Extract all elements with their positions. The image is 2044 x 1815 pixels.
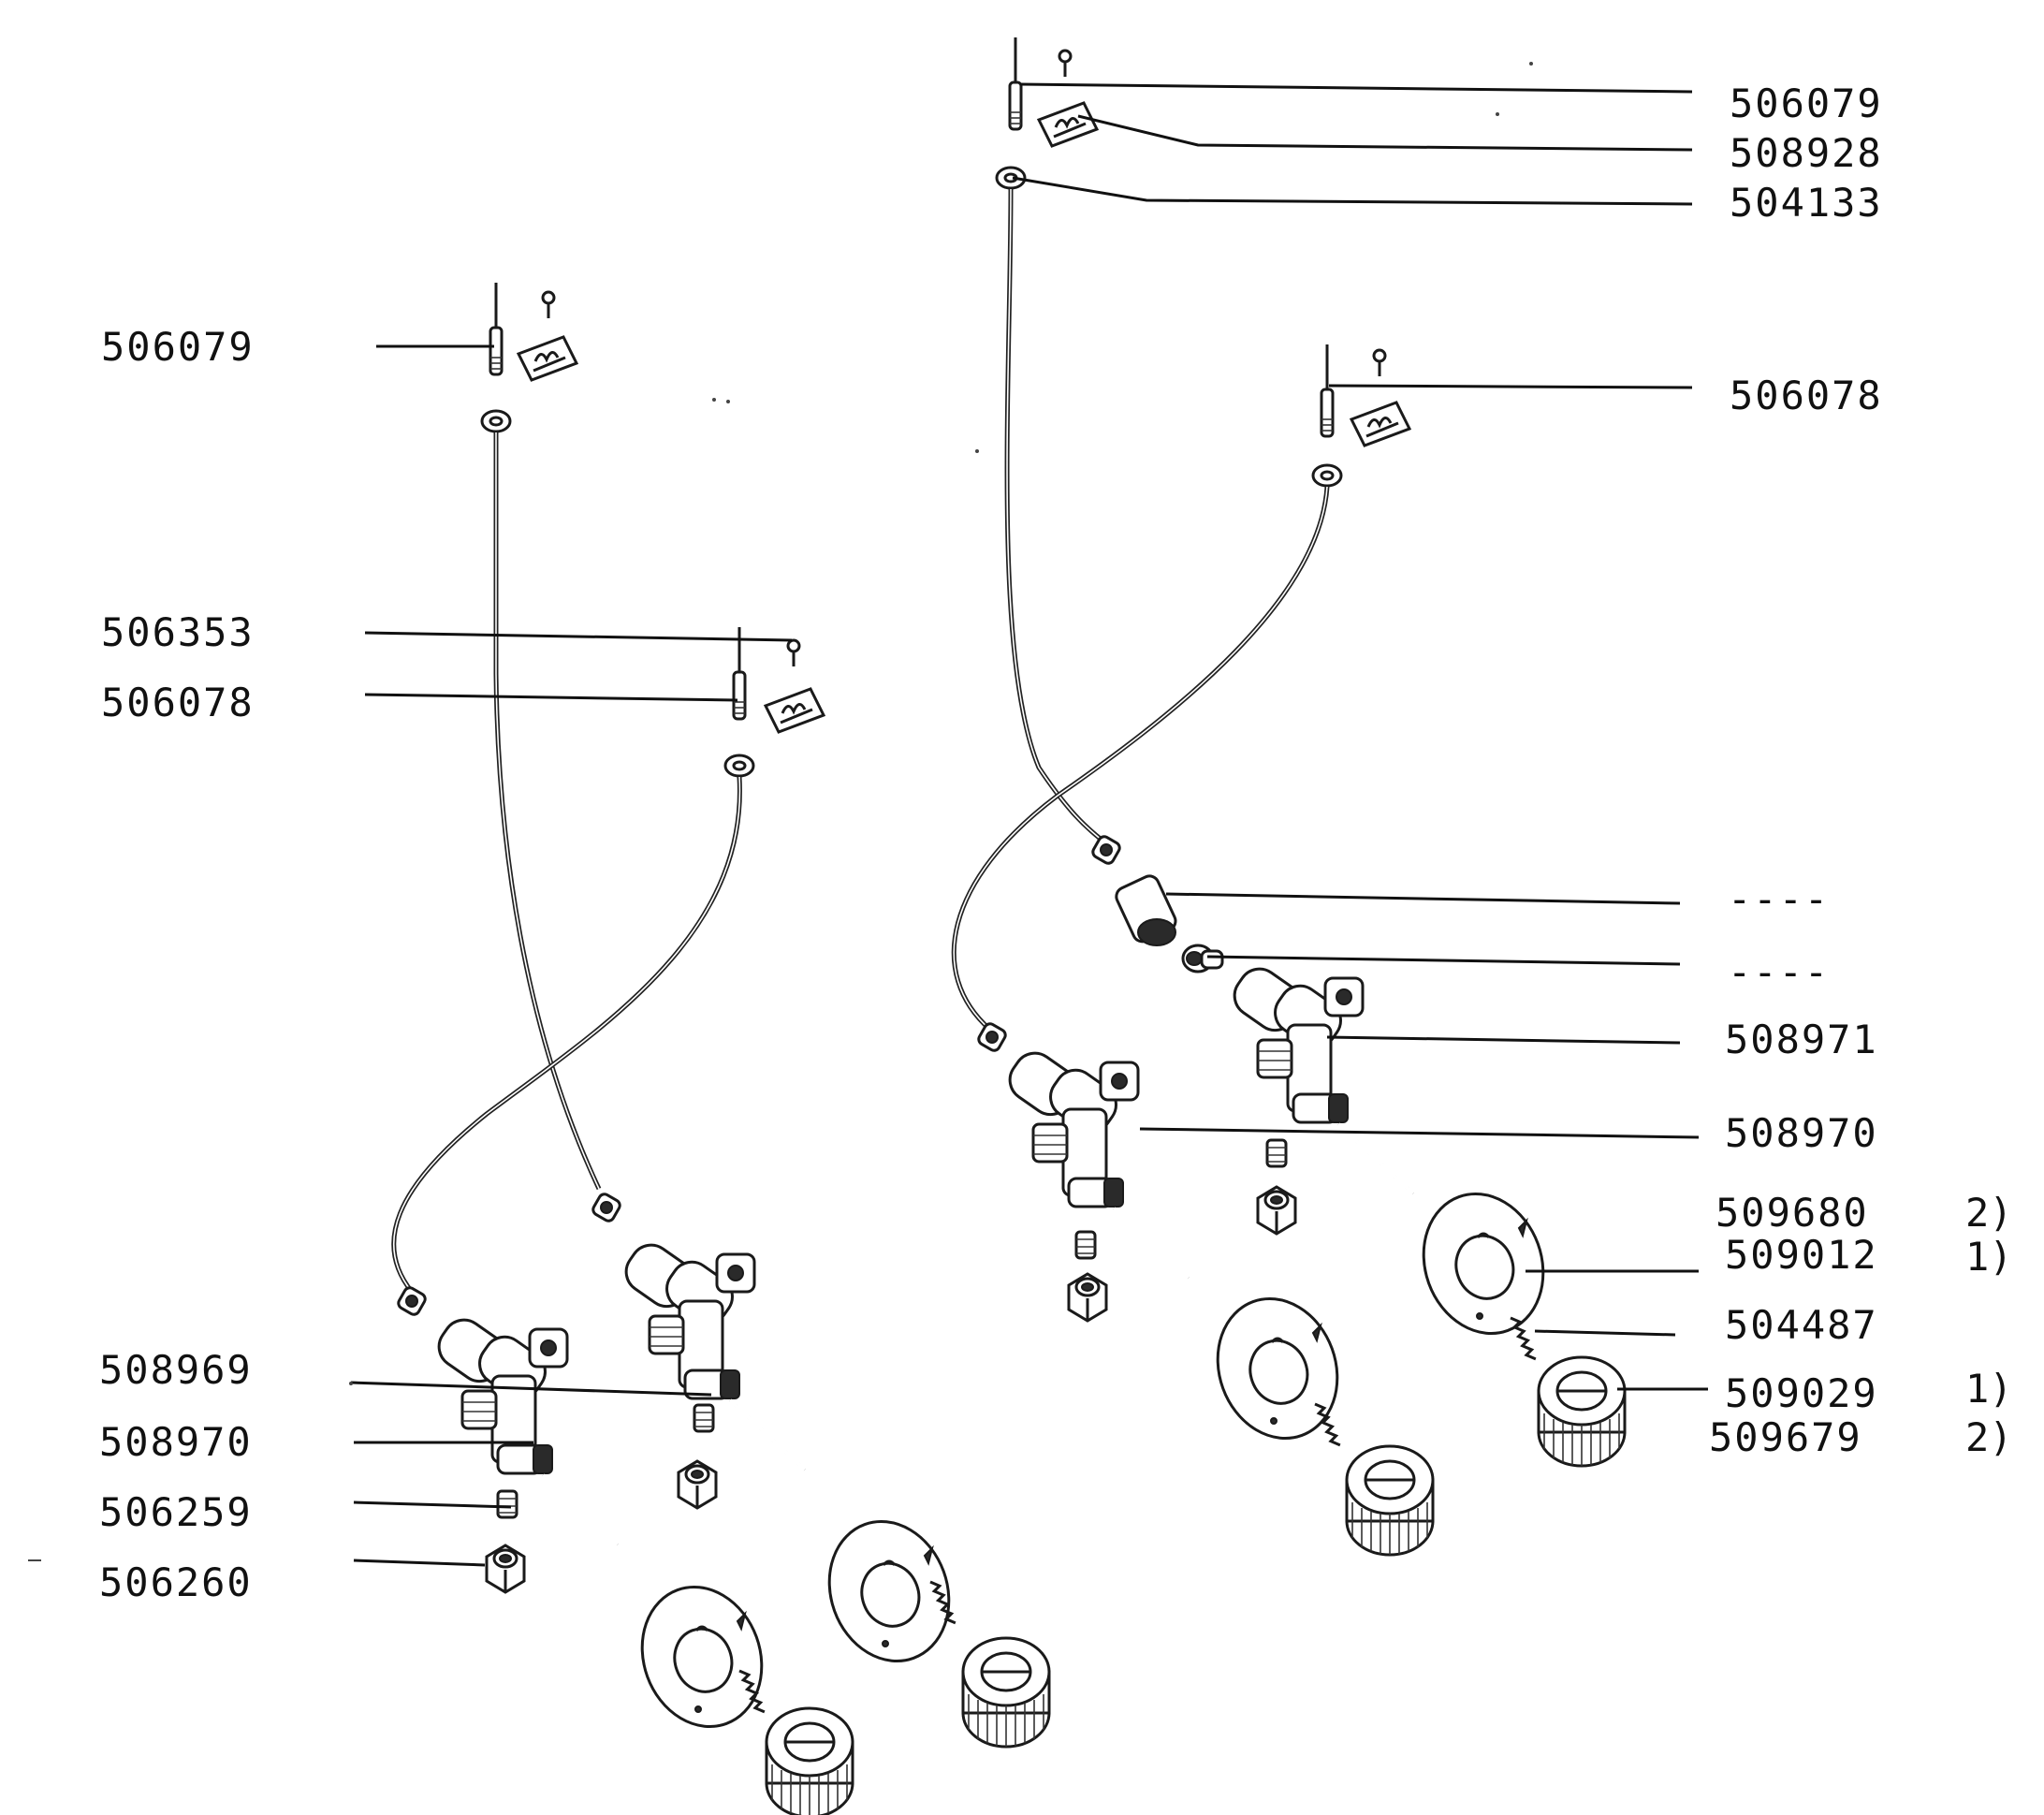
label-right-spring: 504487 — [1725, 1302, 1878, 1348]
note-plate-a: 2) — [1965, 1190, 2013, 1236]
thermocouple-right-top — [995, 36, 1123, 867]
label-right-knob-a: 509029 — [1725, 1370, 1878, 1416]
label-right-valve-c: 508971 — [1725, 1017, 1878, 1062]
right-assembly — [951, 36, 1627, 1557]
bushing-right-front — [1074, 1230, 1097, 1260]
label-right-thermocouple: 506078 — [1730, 373, 1883, 418]
dial-plate-right-rear — [1403, 1175, 1564, 1353]
hex-nut-right-rear — [1256, 1185, 1297, 1236]
bushing-right-rear — [1265, 1138, 1288, 1168]
knob-right-rear — [1537, 1355, 1627, 1468]
thermocouple-left-mid — [391, 625, 825, 1318]
label-left-screw: 506353 — [101, 609, 255, 655]
thermocouple-left-top — [480, 281, 623, 1224]
hex-nut-left-front — [485, 1544, 526, 1594]
left-assembly — [391, 281, 1051, 1815]
label-right-washer: 504133 — [1730, 180, 1883, 226]
label-right-blank-1: ---- — [1728, 876, 1831, 922]
hex-nut-left-rear — [677, 1459, 718, 1510]
thermocouple-right-upper — [951, 343, 1411, 1054]
valve-left-front — [429, 1310, 620, 1546]
note-knob-b: 2) — [1965, 1414, 2013, 1460]
label-right-knob-b: 509679 — [1709, 1414, 1862, 1460]
note-plate-b: 1) — [1965, 1234, 2013, 1280]
adapter-parts — [1115, 874, 1224, 973]
dial-plate-left-front — [621, 1568, 782, 1746]
label-left-valve-b: 508970 — [99, 1419, 253, 1465]
valve-right-rear — [1224, 959, 1415, 1195]
dial-plate-right-front — [1197, 1280, 1358, 1457]
label-right-plate-a: 509680 — [1716, 1190, 1869, 1236]
label-left-nut: 506260 — [99, 1559, 253, 1605]
knob-left-front — [765, 1706, 854, 1815]
label-left-valve-a: 508969 — [99, 1347, 253, 1393]
label-right-valve-d: 508970 — [1725, 1110, 1878, 1156]
leader-lines — [350, 82, 1708, 1567]
bushing-left-front — [496, 1489, 518, 1519]
knob-left-rear — [961, 1636, 1051, 1749]
label-right-clip: 508928 — [1730, 130, 1883, 176]
hex-nut-right-front — [1067, 1272, 1108, 1323]
label-left-thermocouple-top: 506079 — [101, 324, 255, 370]
valve-left-rear — [616, 1235, 807, 1471]
label-right-plate-b: 509012 — [1725, 1232, 1878, 1278]
note-knob-a: 1) — [1965, 1366, 2013, 1412]
scan-specks — [28, 62, 1533, 1561]
dial-plate-left-rear — [809, 1502, 970, 1680]
label-right-blank-2: ---- — [1728, 949, 1831, 995]
knob-right-front — [1345, 1444, 1435, 1557]
label-left-thermocouple-mid: 506078 — [101, 680, 255, 725]
label-left-insert: 506259 — [99, 1489, 253, 1535]
bushing-left-rear — [693, 1403, 715, 1433]
label-right-thermocouple-top: 506079 — [1730, 81, 1883, 126]
